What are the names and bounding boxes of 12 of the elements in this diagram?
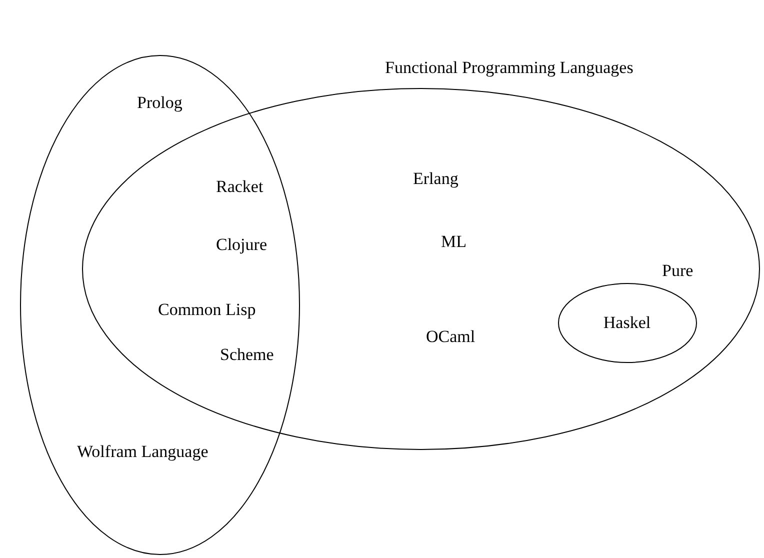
language-label: Scheme: [220, 345, 274, 365]
language-label: Racket: [216, 177, 264, 197]
set-member-label: Haskel: [603, 313, 651, 333]
language-label: ML: [441, 232, 466, 252]
language-label: Wolfram Language: [77, 442, 208, 462]
language-label: Common Lisp: [158, 300, 256, 320]
language-label: Clojure: [216, 235, 267, 255]
language-label: Prolog: [137, 93, 182, 113]
language-label: Erlang: [413, 169, 458, 189]
set-title: Functional Programming Languages: [385, 58, 634, 78]
set-title: Pure: [662, 261, 694, 281]
language-label: OCaml: [426, 327, 476, 347]
